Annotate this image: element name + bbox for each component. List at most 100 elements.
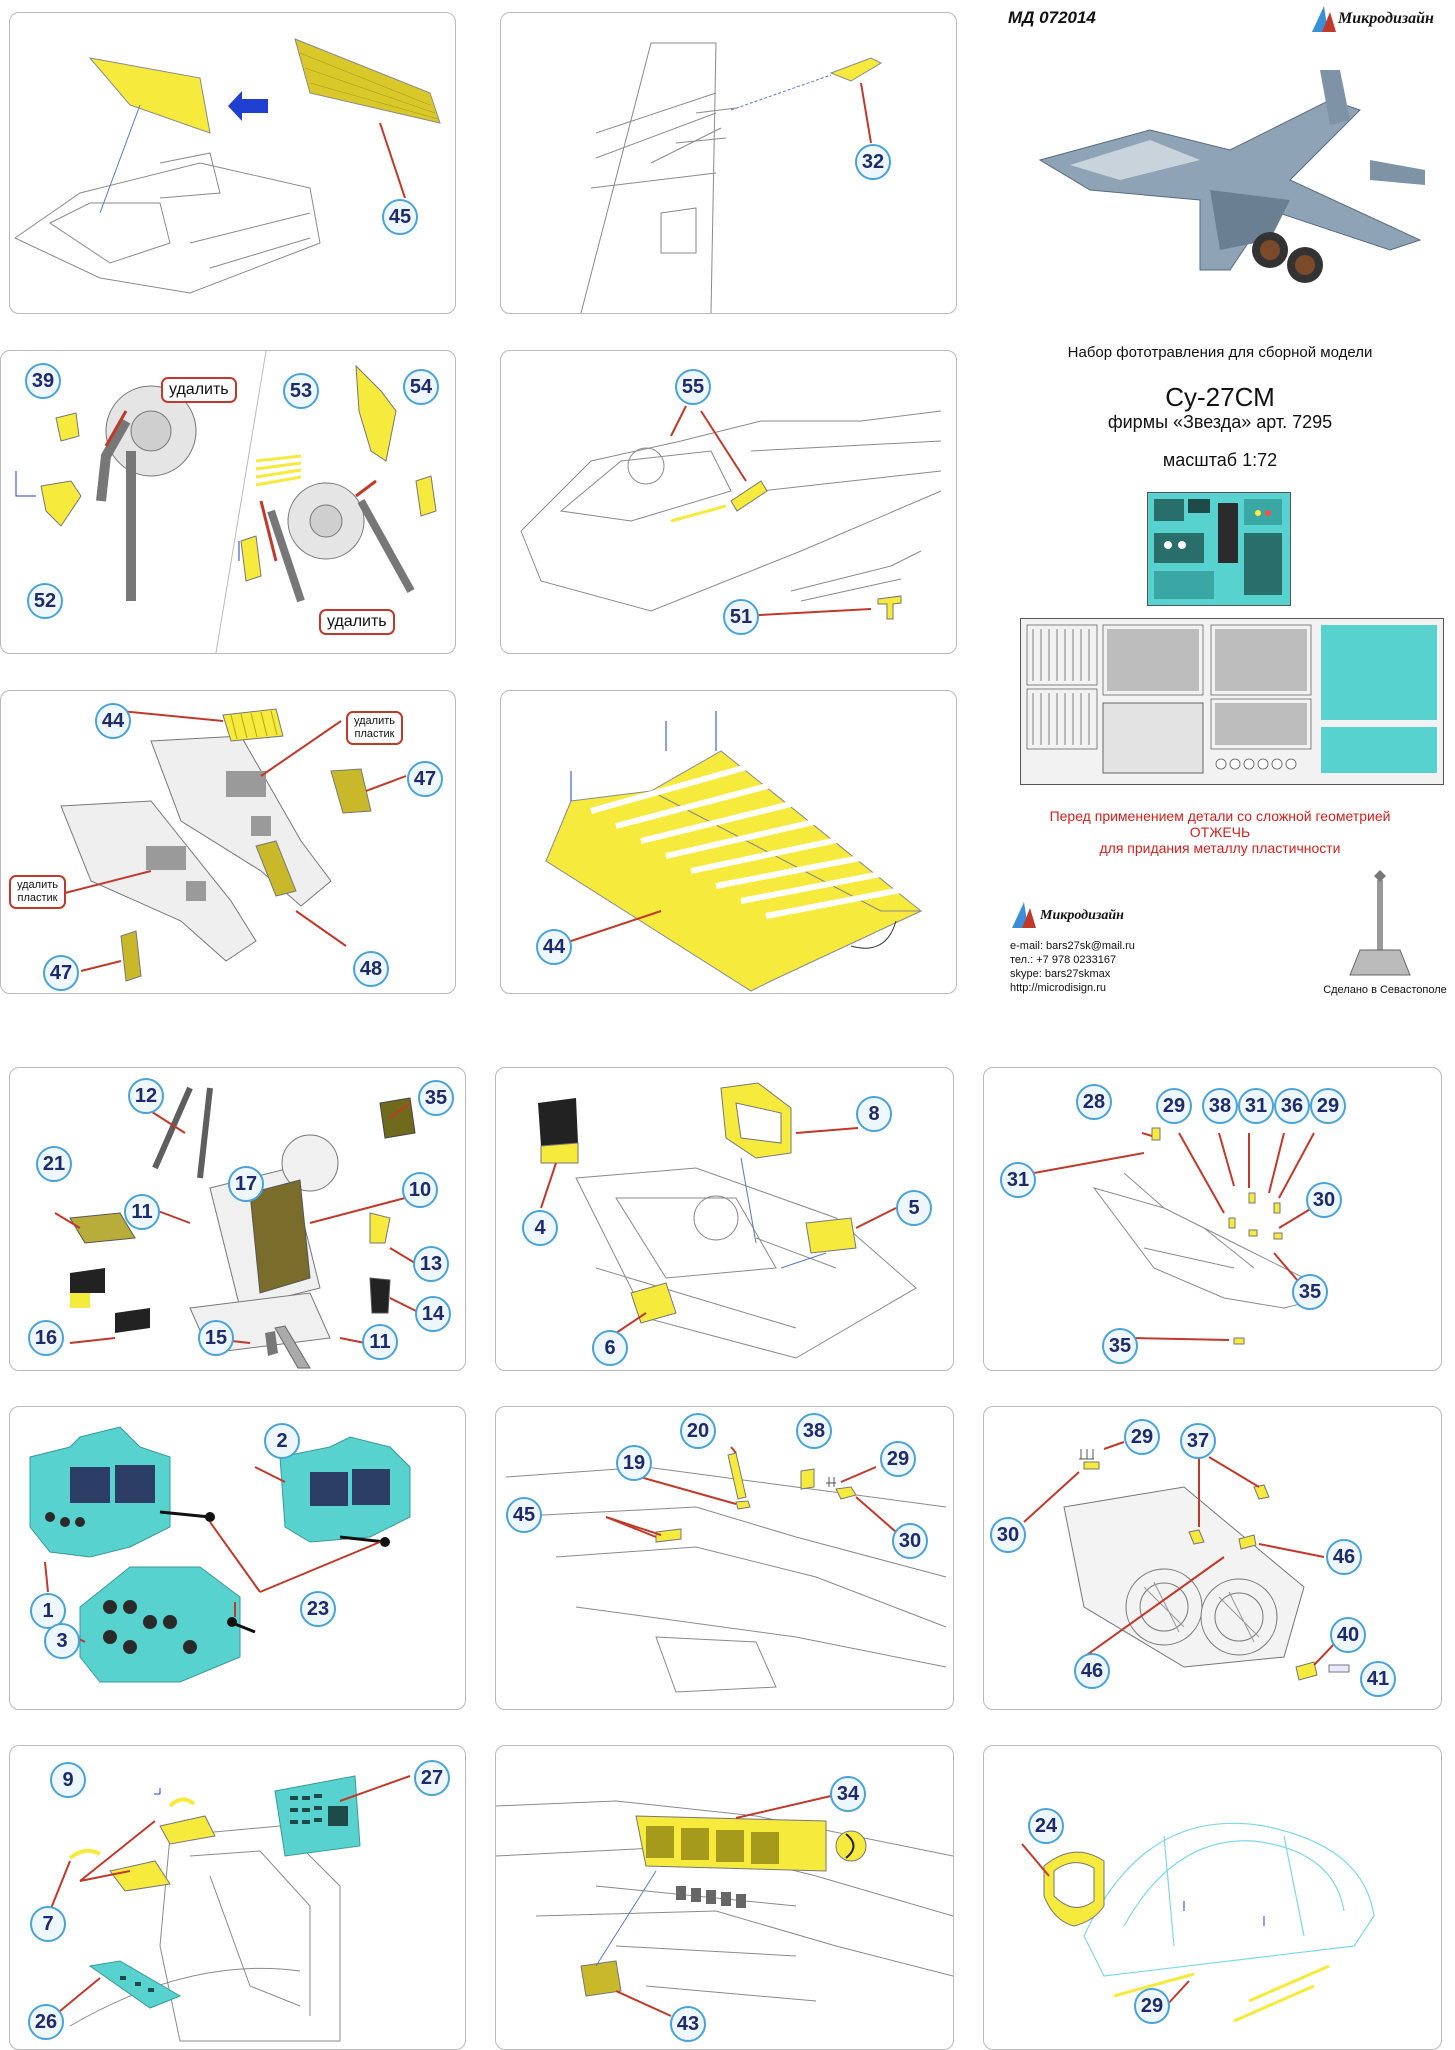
panel-5: 44 47 47 48 удалить пластик удалить плас… (0, 690, 456, 994)
panel-13: 9 27 7 26 (9, 1745, 466, 2050)
part-48 (255, 840, 297, 897)
callout: 44 (536, 929, 572, 965)
callout: 3 (44, 1623, 80, 1659)
part-55 (730, 480, 768, 512)
panel-2-drawing (580, 42, 883, 313)
callout: 40 (1330, 1617, 1366, 1653)
brand-name: Микродизайн (1338, 10, 1434, 27)
remove-plastic-label: удалить пластик (9, 875, 67, 909)
panel-5-drawing (60, 708, 407, 982)
color-fret (1147, 492, 1291, 606)
panel-9-drawing (1033, 1127, 1325, 1345)
callout: 24 (1028, 1808, 1064, 1844)
instrument-panel-3 (79, 1566, 241, 1683)
panel-7-drawing (54, 1086, 421, 1369)
callout: 19 (616, 1445, 652, 1481)
callout: 35 (1102, 1328, 1138, 1364)
callout: 38 (796, 1413, 832, 1449)
callout: 4 (522, 1210, 558, 1246)
remove-label: удалить (319, 609, 395, 635)
callout: 21 (36, 1146, 72, 1182)
callout: 14 (415, 1296, 451, 1332)
part-14 (369, 1277, 391, 1314)
callout: 7 (30, 1906, 66, 1942)
color-fret-icon (1154, 499, 1282, 599)
callout: 38 (1202, 1088, 1238, 1124)
callout: 31 (1238, 1088, 1274, 1124)
part-54 (355, 364, 397, 462)
part-20 (727, 1452, 747, 1500)
panel-8-drawing (538, 1082, 917, 1359)
aircraft-illustration (1038, 70, 1425, 283)
callout: 31 (1000, 1162, 1036, 1198)
remove-plastic-line-2: пластик (354, 728, 395, 740)
callout: 12 (128, 1078, 164, 1114)
panel-10-drawing (29, 1426, 411, 1683)
part-44 (222, 708, 284, 742)
part-4 (538, 1098, 578, 1146)
panel-4-drawing (520, 405, 942, 620)
contact-skype: skype: bars27skmax (1010, 968, 1111, 980)
callout: 5 (896, 1190, 932, 1226)
remove-plastic-line-1: удалить (354, 715, 396, 727)
part-9-b (109, 1860, 171, 1892)
callout: 52 (27, 583, 63, 619)
remove-label: удалить (161, 377, 237, 403)
callout: 17 (228, 1166, 264, 1202)
part-38 (800, 1468, 815, 1490)
part-51 (877, 595, 902, 620)
callout: 29 (1124, 1419, 1160, 1455)
callout: 41 (1360, 1661, 1396, 1697)
callout: 8 (856, 1096, 892, 1132)
part-21 (69, 1212, 136, 1244)
callout: 53 (283, 373, 319, 409)
part-45-mesh (294, 38, 441, 124)
callout: 29 (1310, 1088, 1346, 1124)
callout: 45 (382, 199, 418, 235)
brand-logo-icon (1312, 6, 1336, 32)
panel-1: 45 (9, 12, 456, 314)
panel-14-drawing (496, 1795, 953, 2017)
part-15 (265, 1331, 278, 1356)
callout: 2 (264, 1423, 300, 1459)
callout: 29 (1134, 1988, 1170, 2024)
panel-7: 12 35 21 17 10 11 13 16 15 11 14 (9, 1067, 466, 1371)
callout: 23 (300, 1591, 336, 1627)
part-45 (655, 1528, 682, 1543)
remove-plastic-label: удалить пластик (346, 711, 404, 745)
callout: 35 (1292, 1274, 1328, 1310)
part-45-flat (88, 57, 211, 134)
panel-11-drawing (505, 1446, 947, 1693)
callout: 48 (353, 951, 389, 987)
callout: 35 (418, 1080, 454, 1116)
part-32 (829, 57, 883, 82)
part-13 (369, 1212, 391, 1244)
panel-15: 24 29 (983, 1745, 1442, 2050)
callout: 11 (362, 1324, 398, 1360)
callout: 26 (28, 2004, 64, 2040)
part-5 (805, 1217, 857, 1254)
brass-fret-icon (1026, 624, 1437, 774)
product-code: МД 072014 (1008, 8, 1096, 27)
panel-3-drawing (15, 351, 437, 653)
callout: 55 (675, 369, 711, 405)
callout: 45 (506, 1497, 542, 1533)
warning-line-3: для придания металлу пластичности (1099, 840, 1341, 856)
panel-15-drawing (1021, 1822, 1375, 2023)
panel-4: 55 51 (500, 350, 957, 654)
monument-icon (1349, 870, 1411, 976)
callout: 10 (402, 1172, 438, 1208)
callout: 51 (723, 599, 759, 635)
remove-plastic-line-2: пластик (17, 892, 58, 904)
direction-arrow (228, 91, 268, 121)
callout: 30 (1306, 1182, 1342, 1218)
callout: 9 (50, 1762, 86, 1798)
callout: 39 (25, 363, 61, 399)
contacts-brand: Микродизайн (1040, 908, 1124, 923)
callout: 47 (407, 761, 443, 797)
panel-12: 29 37 30 46 46 40 41 (983, 1406, 1442, 1710)
callout: 13 (413, 1246, 449, 1282)
callout: 44 (95, 703, 131, 739)
part-16-bottom (115, 1308, 150, 1333)
part-35 (379, 1097, 416, 1139)
